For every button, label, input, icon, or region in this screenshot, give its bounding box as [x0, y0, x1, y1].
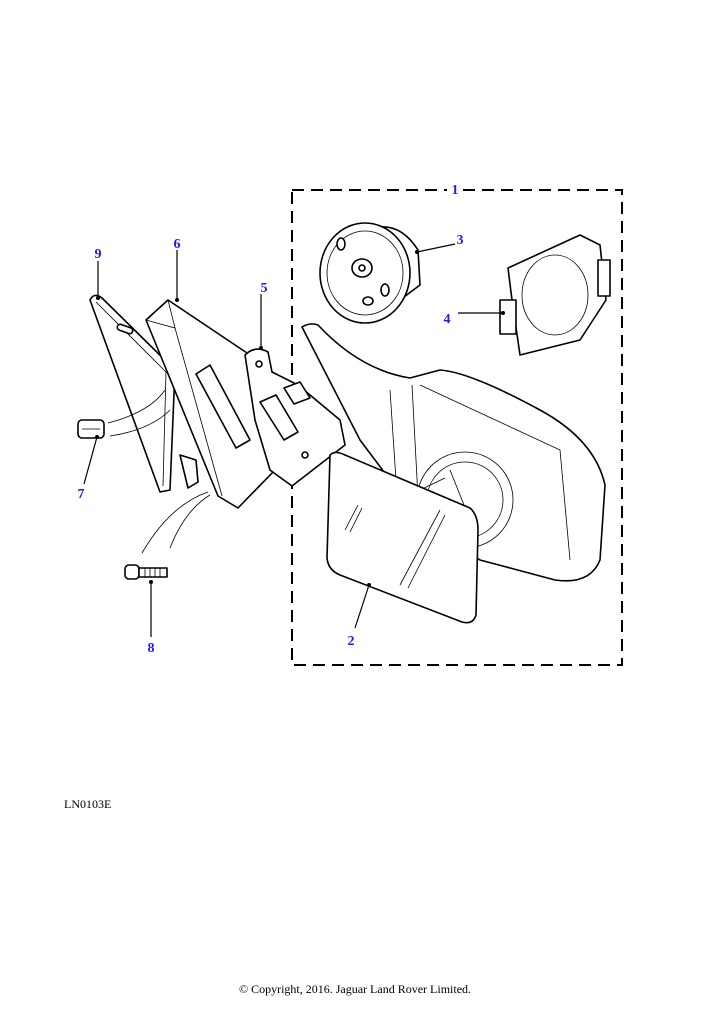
leader-lines [83, 243, 505, 637]
part-5-bracket [244, 348, 346, 487]
callout-9[interactable]: 9 [95, 247, 102, 262]
callout-6[interactable]: 6 [174, 237, 181, 252]
part-4-frame [499, 234, 611, 356]
callout-2[interactable]: 2 [348, 634, 355, 649]
part-2-mirror-glass [326, 451, 479, 624]
callout-7[interactable]: 7 [78, 487, 85, 502]
callout-4[interactable]: 4 [444, 312, 451, 327]
callout-3[interactable]: 3 [457, 233, 464, 248]
illustration-reference-code: LN0103E [64, 797, 112, 811]
part-8-bolt [124, 491, 211, 580]
callout-5[interactable]: 5 [261, 281, 268, 296]
callout-8[interactable]: 8 [148, 641, 155, 656]
part-3-motor [319, 222, 421, 324]
callout-1[interactable]: 1 [452, 183, 459, 198]
part-7-clip [77, 389, 171, 439]
copyright-notice: © Copyright, 2016. Jaguar Land Rover Lim… [238, 982, 472, 996]
